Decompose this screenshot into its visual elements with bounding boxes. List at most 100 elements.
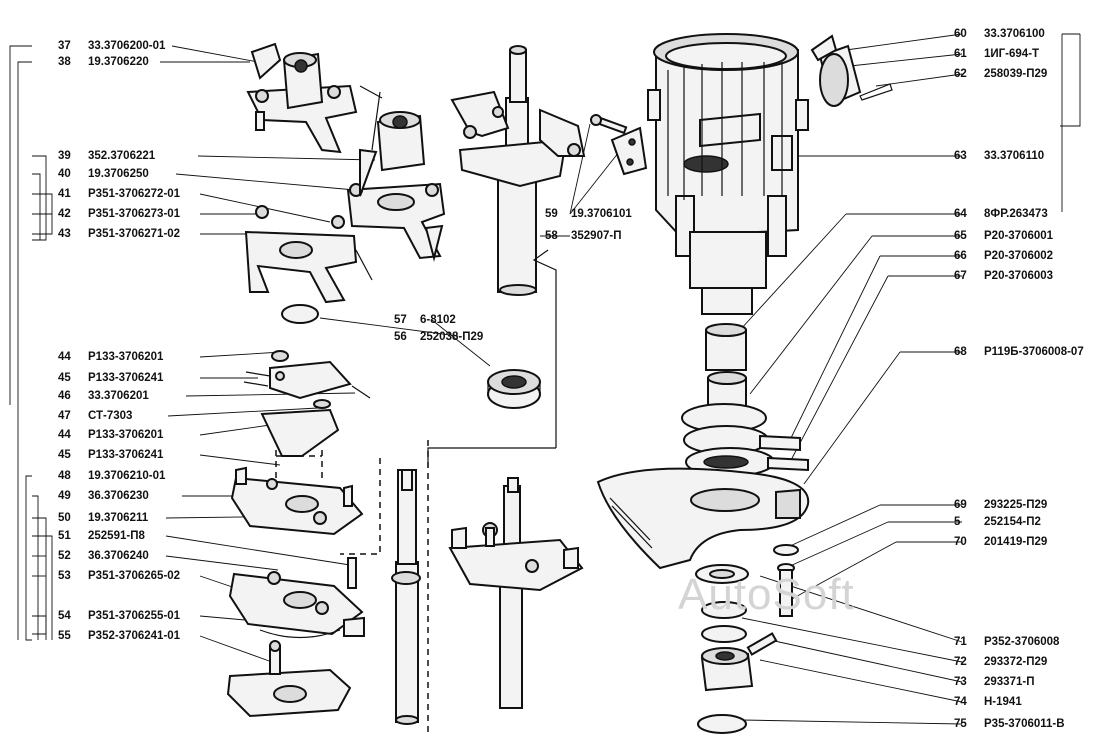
callout-part-code: 1ИГ-694-Т: [984, 48, 1040, 60]
callout-part-code: Р20-3706003: [984, 270, 1054, 282]
dashed-assembly-frame: [340, 440, 429, 736]
callout-part-code: Р351-3706255-01: [88, 610, 181, 622]
shaft-assembly-upper: [450, 45, 586, 296]
callout-number: 73: [954, 676, 967, 688]
callout-number: 74: [954, 696, 967, 708]
right-bracket-lines: [1060, 33, 1081, 212]
screw-and-plate: [590, 114, 648, 176]
callout-part-code: Р133-3706201: [88, 351, 164, 363]
callout-part-code: СТ-7303: [88, 410, 133, 422]
breaker-plate-lower: [226, 640, 352, 718]
callout-number: 70: [954, 536, 967, 548]
callout-part-code: Р351-3706265-02: [88, 570, 181, 582]
callout-part-code: 19.3706210-01: [88, 470, 166, 482]
callout-number: 66: [954, 250, 967, 262]
callout-part-code: 201419-П29: [984, 536, 1048, 548]
callout-number: 48: [58, 470, 71, 482]
callout-number: 53: [58, 570, 71, 582]
octane-corrector-plate: [596, 467, 810, 570]
washers-and-pins: [695, 544, 799, 734]
callout-part-code: 352.3706221: [88, 150, 156, 162]
callout-number: 68: [954, 346, 967, 358]
callout-number: 44: [58, 351, 71, 363]
callout-part-code: Р352-3706008: [984, 636, 1060, 648]
callout-number: 60: [954, 28, 967, 40]
callout-number: 46: [58, 390, 71, 402]
callout-part-code: Р352-3706241-01: [88, 630, 181, 642]
callout-part-code: 19.3706250: [88, 168, 149, 180]
callout-part-code: 6-8102: [420, 314, 456, 326]
callout-part-code: 293371-П: [984, 676, 1035, 688]
vacuum-connector: [810, 34, 893, 107]
shaft-assembly-lower: [448, 477, 584, 709]
callout-part-code: 19.3706211: [88, 512, 149, 524]
governor-weight-upper: [246, 42, 358, 154]
breaker-plate-middle: [228, 557, 365, 637]
callout-part-code: Р20-3706001: [984, 230, 1054, 242]
callout-number: 42: [58, 208, 71, 220]
callout-number: 5: [954, 516, 961, 528]
thrust-bearing: [487, 369, 541, 409]
vacuum-advance-rings: [681, 403, 809, 477]
left-bracket-lines: [9, 45, 53, 641]
callout-part-code: Р133-3706201: [88, 429, 164, 441]
callout-part-code: 33.3706200-01: [88, 40, 166, 52]
callout-number: 52: [58, 550, 71, 562]
callout-part-code: Р133-3706241: [88, 372, 164, 384]
governor-weight-lower: [244, 148, 446, 304]
callout-part-code: 19.3706220: [88, 56, 149, 68]
callout-part-code: 33.3706100: [984, 28, 1045, 40]
callout-number: 63: [954, 150, 967, 162]
callout-part-code: Р35-3706011-В: [984, 718, 1065, 730]
callout-part-code: 36.3706230: [88, 490, 149, 502]
cam-sleeve: [359, 85, 426, 172]
callout-number: 56: [394, 331, 407, 343]
callout-part-code: 293225-П29: [984, 499, 1048, 511]
callout-part-code: Р20-3706002: [984, 250, 1054, 262]
spring-washer: [281, 304, 319, 324]
callout-number: 45: [58, 372, 71, 384]
watermark: AutoSoft: [678, 570, 855, 619]
callout-part-code: 8ФР.263473: [984, 208, 1048, 220]
callout-part-code: 33.3706201: [88, 390, 149, 402]
callout-number: 58: [545, 230, 558, 242]
callout-number: 59: [545, 208, 558, 220]
callout-number: 65: [954, 230, 967, 242]
callout-part-code: 252038-П29: [420, 331, 484, 343]
callout-part-code: Р119Б-3706008-07: [984, 346, 1084, 358]
callout-number: 72: [954, 656, 967, 668]
callout-part-code: 293372-П29: [984, 656, 1048, 668]
callout-part-code: 36.3706240: [88, 550, 149, 562]
callout-number: 54: [58, 610, 71, 622]
callout-part-code: Р351-3706271-02: [88, 228, 181, 240]
callout-number: 41: [58, 188, 71, 200]
callout-number: 57: [394, 314, 407, 326]
callout-number: 51: [58, 530, 71, 542]
callout-number: 50: [58, 512, 71, 524]
callout-part-code: 258039-П29: [984, 68, 1048, 80]
bracket-line: [259, 629, 341, 639]
callout-number: 67: [954, 270, 967, 282]
callout-number: 61: [954, 48, 967, 60]
callout-number: 55: [58, 630, 71, 642]
callout-part-code: 352907-П: [571, 230, 622, 242]
callout-number: 45: [58, 449, 71, 461]
callout-number: 71: [954, 636, 967, 648]
callout-part-code: 252591-П8: [88, 530, 145, 542]
callout-part-code: 19.3706101: [571, 208, 632, 220]
vacuum-plates: [243, 350, 371, 480]
drive-shaft-long: [391, 469, 421, 725]
callout-number: 69: [954, 499, 967, 511]
callout-number: 47: [58, 410, 71, 422]
assembly-guide-line: [532, 249, 557, 448]
breaker-plate-upper: [230, 466, 364, 536]
callout-number: 37: [58, 40, 71, 52]
distributor-housing: [647, 33, 809, 315]
callout-number: 75: [954, 718, 967, 730]
callout-part-code: 33.3706110: [984, 150, 1045, 162]
callout-number: 64: [954, 208, 967, 220]
callout-number: 43: [58, 228, 71, 240]
callout-part-code: Н-1941: [984, 696, 1022, 708]
